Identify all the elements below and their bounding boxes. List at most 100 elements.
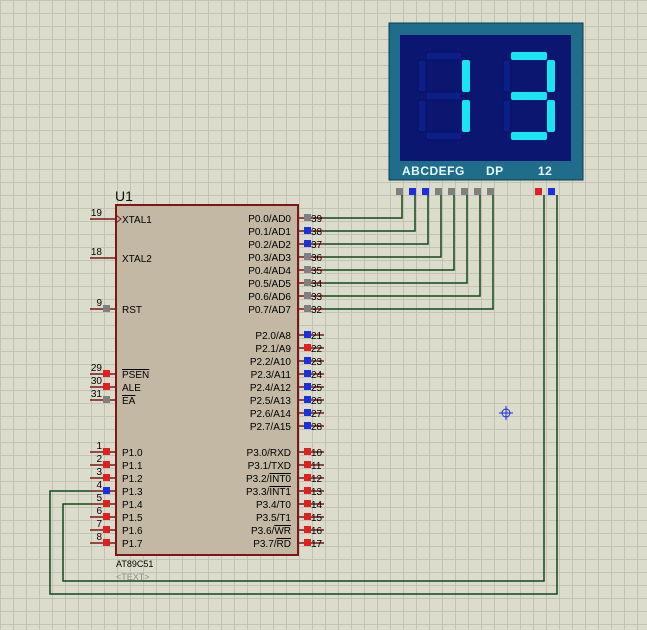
segment	[502, 99, 512, 133]
left-pin-name: P1.7	[122, 539, 143, 550]
pin-state-indicator	[304, 240, 311, 247]
right-pin-number: 16	[311, 526, 323, 537]
right-pin-name: P0.7/AD7	[248, 305, 291, 316]
right-pin-name: P3.6/WR	[251, 526, 291, 537]
left-pins: 19XTAL118XTAL29RST29PSEN30ALE31EA1P1.02P…	[91, 208, 152, 550]
wires	[49, 195, 558, 595]
left-pin-number: 8	[96, 532, 102, 543]
right-pin-name: P3.4/T0	[256, 500, 291, 511]
pin-state-indicator	[304, 539, 311, 546]
pin-state-indicator	[103, 305, 110, 312]
pin-state-indicator	[304, 279, 311, 286]
pin-state-indicator	[103, 370, 110, 377]
pin-state-indicator	[304, 227, 311, 234]
segment	[511, 132, 547, 140]
left-pin-name: P1.1	[122, 461, 143, 472]
display-pin	[409, 188, 416, 195]
right-pins: 39P0.0/AD038P0.1/AD137P0.2/AD236P0.3/AD3…	[246, 214, 323, 550]
left-pin-number: 29	[91, 363, 103, 374]
pin-state-indicator	[103, 448, 110, 455]
left-pin-number: 7	[96, 519, 102, 530]
left-pin-number: 9	[96, 298, 102, 309]
segment	[462, 100, 470, 132]
right-pin-name: P2.4/A12	[250, 383, 292, 394]
pin-state-indicator	[304, 422, 311, 429]
segment	[511, 92, 547, 100]
right-pin-number: 13	[311, 487, 323, 498]
left-pin-name: ALE	[122, 383, 141, 394]
pin-state-indicator	[103, 383, 110, 390]
dp-label: DP	[486, 164, 504, 178]
display-pin	[535, 188, 542, 195]
pin-state-indicator	[103, 526, 110, 533]
pin-state-indicator	[304, 383, 311, 390]
right-pin-name: P0.4/AD4	[248, 266, 291, 277]
right-pin-number: 23	[311, 357, 323, 368]
pin-state-indicator	[103, 461, 110, 468]
right-pin-name: P0.0/AD0	[248, 214, 291, 225]
left-pin-name: XTAL1	[122, 215, 152, 226]
segment	[417, 59, 427, 93]
right-pin-number: 25	[311, 383, 323, 394]
right-pin-name: P0.5/AD5	[248, 279, 291, 290]
segment	[547, 60, 555, 92]
pin-state-indicator	[304, 474, 311, 481]
display-pin	[474, 188, 481, 195]
display-pin	[548, 188, 555, 195]
chip-part-number: AT89C51	[116, 559, 153, 569]
left-pin-number: 6	[96, 506, 102, 517]
segment	[511, 52, 547, 60]
display-pin	[435, 188, 442, 195]
pin-state-indicator	[304, 253, 311, 260]
left-pin-name: P1.3	[122, 487, 143, 498]
display-pin	[461, 188, 468, 195]
pin-state-indicator	[103, 539, 110, 546]
right-pin-number: 11	[311, 461, 322, 472]
right-pin-number: 28	[311, 422, 323, 433]
segment	[417, 99, 427, 133]
right-pin-number: 14	[311, 500, 323, 511]
pin-state-indicator	[304, 344, 311, 351]
left-pin-name: RST	[122, 305, 142, 316]
digit-units	[502, 52, 555, 140]
right-pin-name: P2.2/A10	[250, 357, 292, 368]
left-pin-name: PSEN	[122, 370, 149, 381]
right-pin-name: P2.7/A15	[250, 422, 292, 433]
right-pin-name: P3.5/T1	[256, 513, 291, 524]
left-pin-number: 30	[91, 376, 103, 387]
right-pin-name: P0.2/AD2	[248, 240, 291, 251]
segment-labels: ABCDEFG	[402, 164, 465, 178]
display-pin	[487, 188, 494, 195]
display-pin	[422, 188, 429, 195]
left-pin-name: P1.2	[122, 474, 143, 485]
display-pin	[396, 188, 403, 195]
right-pin-number: 37	[311, 240, 323, 251]
chip-body[interactable]	[115, 204, 299, 556]
microcontroller-u1[interactable]: U1 19XTAL118XTAL29RST29PSEN30ALE31EA1P1.…	[90, 188, 324, 582]
right-pin-name: P3.0/RXD	[247, 448, 291, 459]
right-pin-name: P0.6/AD6	[248, 292, 291, 303]
pin-state-indicator	[103, 396, 110, 403]
pin-state-indicator	[304, 513, 311, 520]
seven-segment-display[interactable]: ABCDEFG DP 12	[388, 22, 584, 195]
left-pin-number: 18	[91, 247, 103, 258]
pin-state-indicator	[304, 214, 311, 221]
pin-state-indicator	[103, 513, 110, 520]
right-pin-number: 10	[311, 448, 323, 459]
segment	[425, 51, 463, 61]
left-pin-name: EA	[122, 396, 136, 407]
pin-state-indicator	[304, 487, 311, 494]
right-pin-number: 24	[311, 370, 323, 381]
common-labels: 12	[538, 164, 552, 178]
left-pin-name: P1.5	[122, 513, 143, 524]
pin-state-indicator	[103, 500, 110, 507]
right-pin-number: 35	[311, 266, 323, 277]
right-pin-name: P0.1/AD1	[248, 227, 291, 238]
right-pin-number: 33	[311, 292, 323, 303]
right-pin-number: 17	[311, 539, 323, 550]
pin-state-indicator	[304, 396, 311, 403]
right-pin-number: 27	[311, 409, 323, 420]
pin-state-indicator	[304, 461, 311, 468]
